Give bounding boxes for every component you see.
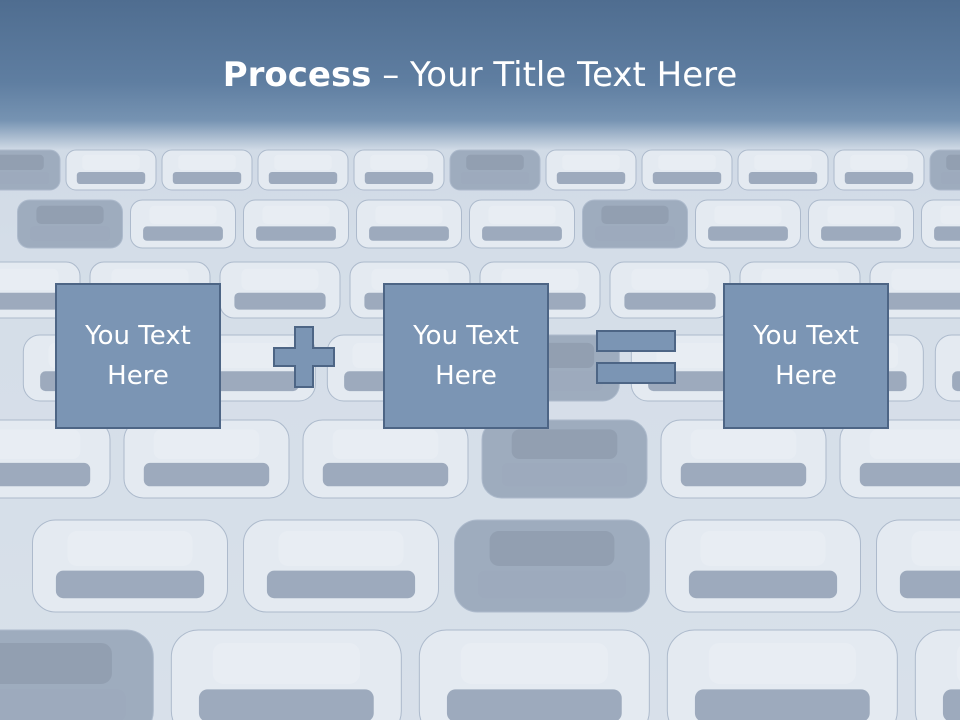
process-box-2[interactable]: You Text Here: [383, 283, 549, 429]
plus-icon: [273, 326, 335, 388]
slide-title: Process – Your Title Text Here: [0, 52, 960, 98]
process-box-3-text: You Text Here: [753, 321, 859, 391]
title-band: [0, 0, 960, 150]
title-bold: Process: [222, 55, 372, 95]
process-box-2-text: You Text Here: [413, 321, 519, 391]
process-box-3[interactable]: You Text Here: [723, 283, 889, 429]
process-box-1[interactable]: You Text Here: [55, 283, 221, 429]
title-rest: – Your Title Text Here: [371, 55, 738, 95]
equals-icon: [596, 330, 676, 384]
process-box-1-text: You Text Here: [85, 321, 191, 391]
